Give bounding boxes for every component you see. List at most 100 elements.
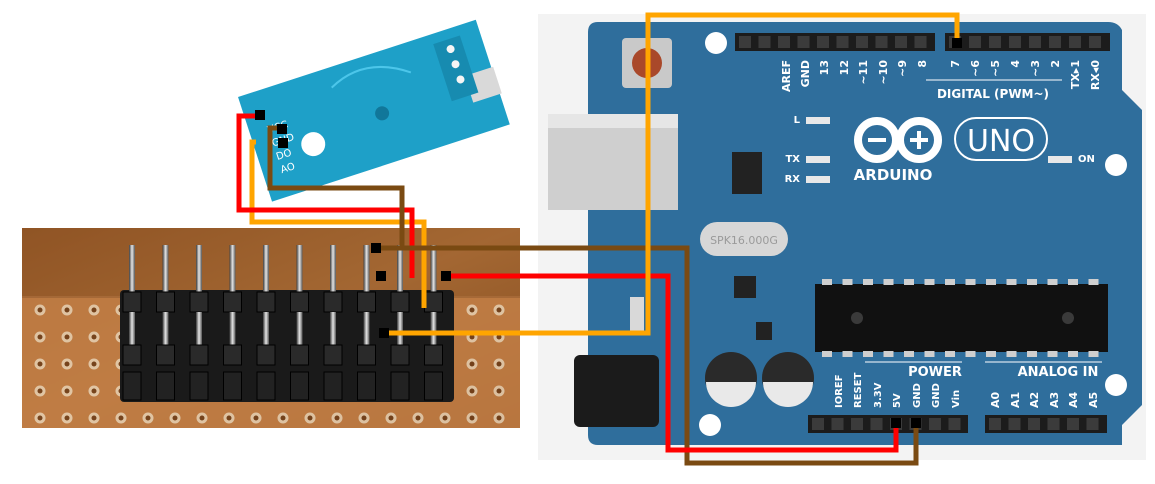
pin-housing [424,371,443,401]
pin-housing [156,371,175,401]
pin-housing [189,291,209,313]
header-pin [129,245,135,300]
pin-housing [189,344,209,366]
pin-housing [424,344,443,366]
header-pin [363,312,370,352]
top-pin-label-2: 13 [818,60,831,75]
crystal-label: SPK16.000G [710,234,778,247]
header-pin [330,245,336,300]
analog-label: ANALOG IN [1018,365,1099,380]
analog-pin-label-3: A3 [1048,392,1061,408]
top-pin-label-6: ~9 [896,60,909,77]
mounting-hole [1105,154,1127,176]
header-socket [778,36,790,48]
header-socket [1067,418,1079,430]
arduino-uno-board: SPK16.000G L TX RX ON [538,14,1146,460]
header-socket [831,418,844,430]
mounting-hole [705,32,727,54]
header-pin [229,312,236,352]
header-socket [856,36,868,48]
led-indicators: L TX RX ON [785,115,1095,185]
pin-housing [390,344,410,366]
pin-header-block [120,245,454,402]
header-pin [397,245,403,300]
wire-end [911,418,921,428]
wire-end [277,124,287,134]
brown-wire-gnd [267,125,405,248]
top-pin-label-9: ~6 [969,60,982,77]
mounting-hole [699,414,721,436]
usb-connector [548,114,678,210]
header-socket [914,36,927,48]
header-socket [989,418,1001,430]
analog-pin-label-2: A2 [1028,392,1041,408]
led-label-rx: RX [785,174,801,185]
header-socket [851,418,863,430]
wire-end [441,271,451,281]
power-pin-label-3: 5V [892,393,903,408]
logo-text: ARDUINO [854,166,933,184]
header-pin [129,312,135,352]
power-pin-label-1: RESET [853,372,864,408]
pin-housing [390,291,410,313]
pin-housing [122,291,142,313]
header-pin [162,312,169,352]
top-pin-label-0: AREF [780,60,793,92]
header-socket [1009,36,1021,48]
sensor-pin-ao: AO [279,161,296,176]
pin-housing [256,291,276,313]
top-pin-label-4: ~11 [857,60,870,85]
header-socket [969,36,981,48]
analog-pin-label-0: A0 [989,391,1002,408]
header-socket [1069,36,1081,48]
analog-pin-label-5: A5 [1087,392,1100,408]
header-pin [363,245,370,300]
brown-wire-arduino-gnd [376,245,919,466]
analog-pin-label-1: A1 [1009,392,1022,408]
pin-housing [156,291,175,313]
analog-pin-label-4: A4 [1067,391,1080,408]
wire-end [255,110,265,120]
header-socket [1008,418,1021,430]
pin-housing [290,291,309,313]
top-pin-label-15: RX◂0 [1089,60,1102,90]
header-socket [1086,418,1099,430]
pin-housing [424,291,443,313]
small-component [630,297,644,331]
led-label-tx: TX [785,154,800,165]
header-socket [895,36,907,48]
header-socket [797,36,810,48]
orange-wire-arduino-d7 [384,12,960,336]
pin-housing [122,344,142,366]
header-pin [296,245,303,300]
top-pin-label-10: ~5 [989,60,1002,77]
top-pin-label-12: ~3 [1029,60,1042,77]
header-socket [929,418,941,430]
wire-end [376,271,386,281]
regulator-chip [734,276,756,298]
pin-housing [357,371,376,401]
header-socket [1049,36,1061,48]
power-pin-label-6: Vin [951,390,962,408]
top-pin-label-13: 2 [1049,60,1062,68]
header-pin [196,245,202,300]
top-pin-label-11: 4 [1009,60,1022,68]
model-text: UNO [967,124,1035,159]
wire-end [371,243,381,253]
mounting-hole [1105,374,1127,396]
pin-housing [357,344,376,366]
transistor-chip [756,322,772,340]
pin-housing [357,291,376,313]
digital-header-label: DIGITAL (PWM~) [937,87,1049,101]
atmega-chip [815,279,1108,357]
wire-end [891,418,901,428]
pin-housing [290,371,309,401]
wire-end [379,328,389,338]
pin-housing [323,344,343,366]
pin-housing [290,344,309,366]
header-pin [162,245,169,300]
pin-housing [323,371,343,401]
pin-housing [390,371,410,401]
arduino-logo: ARDUINO UNO [854,117,1048,184]
